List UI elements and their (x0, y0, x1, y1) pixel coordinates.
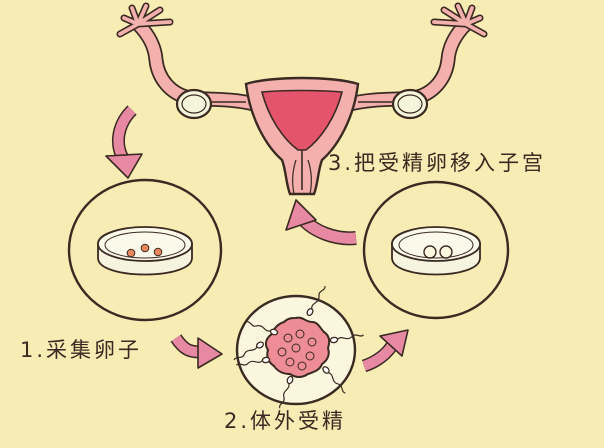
step-1-label: 1.采集卵子 (20, 338, 143, 362)
uterus-illustration (116, 2, 488, 196)
curved-arrow-ovary-to-dish (105, 105, 143, 179)
curved-arrow-fertilization-to-embryo (361, 329, 409, 373)
petri-dish-eggs (67, 178, 223, 322)
curved-arrow-dish-to-fertilization (170, 334, 223, 369)
sperm-egg-fertilization (232, 284, 365, 410)
step-3-label: 3.把受精卵移入子宫 (328, 151, 547, 175)
step-2-label: 2.体外受精 (224, 409, 347, 433)
petri-dish-embryo (362, 180, 510, 320)
curved-arrow-embryo-to-uterus (285, 199, 357, 246)
